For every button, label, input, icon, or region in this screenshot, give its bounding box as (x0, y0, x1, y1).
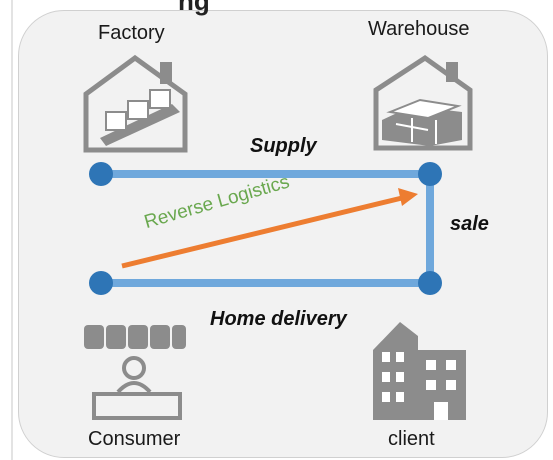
consumer-store-icon (84, 325, 186, 420)
factory-icon (83, 54, 188, 153)
home-delivery-label: Home delivery (210, 308, 347, 330)
supply-label: Supply (250, 135, 317, 157)
consumer-node (89, 271, 113, 295)
left-divider (11, 0, 13, 460)
consumer-label: Consumer (88, 428, 181, 450)
factory-label: Factory (98, 22, 165, 44)
client-node (418, 271, 442, 295)
client-label: client (388, 428, 435, 450)
apartment-building-icon (373, 322, 466, 420)
warehouse-label: Warehouse (368, 18, 470, 40)
warehouse-icon (373, 54, 473, 151)
heading-partial: ng (178, 0, 210, 16)
warehouse-node (418, 162, 442, 186)
reverse-logistics-arrow (121, 188, 418, 269)
factory-node (89, 162, 113, 186)
sale-label: sale (450, 213, 489, 235)
